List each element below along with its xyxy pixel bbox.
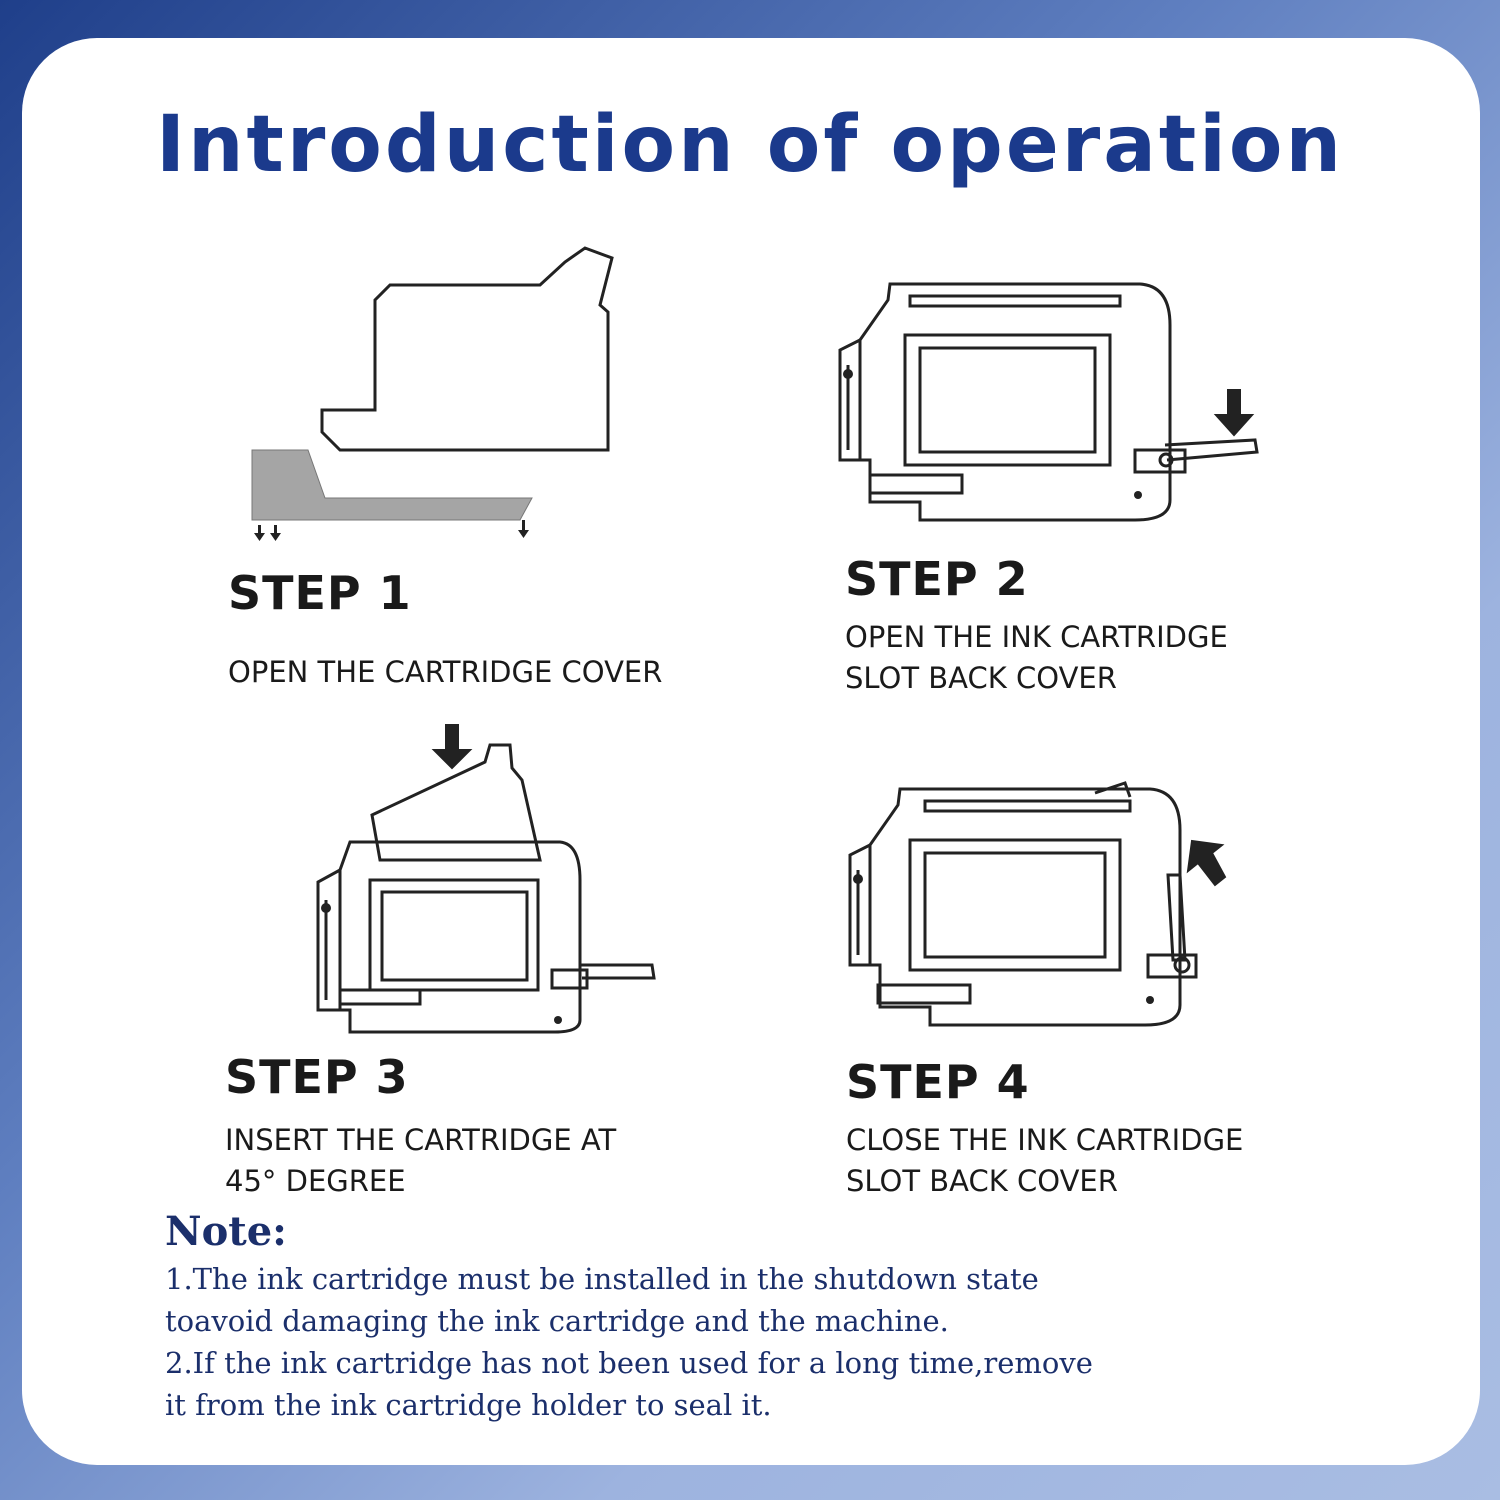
note-heading: Note: [165,1208,287,1255]
step-1-description: OPEN THE CARTRIDGE COVER [228,655,663,689]
step-2-description: OPEN THE INK CARTRIDGE SLOT BACK COVER [845,620,1228,695]
cartridge-cover-icon [251,246,614,541]
printer-insert-cartridge-icon [316,724,656,1034]
printer-slot-open-icon [838,282,1259,522]
step-4-description: CLOSE THE INK CARTRIDGE SLOT BACK COVER [846,1123,1244,1198]
step-4-heading: STEP 4 [846,1055,1030,1109]
step-3-description: INSERT THE CARTRIDGE AT 45° DEGREE [225,1123,617,1198]
page-title: Introduction of operation [155,100,1345,190]
content-card [22,38,1480,1465]
printer-slot-close-icon [848,781,1227,1027]
step-2-heading: STEP 2 [845,552,1029,606]
note-body: 1.The ink cartridge must be installed in… [165,1262,1093,1422]
step-3-heading: STEP 3 [225,1050,409,1104]
step-1-heading: STEP 1 [228,566,412,620]
